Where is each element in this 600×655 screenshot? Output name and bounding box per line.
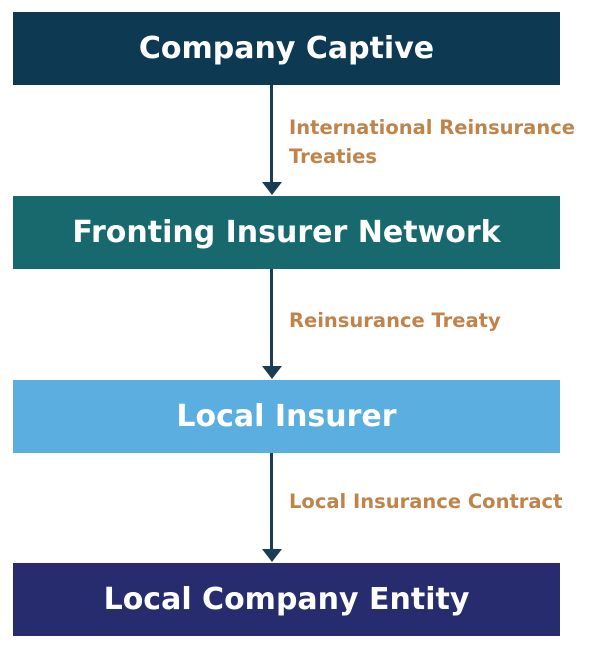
- edge-label-local-insurance-contract: Local Insurance Contract: [289, 487, 594, 516]
- edge-label-line: Reinsurance Treaty: [289, 309, 501, 332]
- node-label: Company Captive: [138, 31, 435, 66]
- node-label: Local Company Entity: [103, 582, 470, 617]
- node-label: Fronting Insurer Network: [72, 215, 501, 250]
- arrow-line: [270, 269, 273, 367]
- edge-label-line: Treaties: [289, 145, 377, 168]
- edge-label-line: International Reinsurance: [289, 116, 575, 139]
- node-local-company-entity: Local Company Entity: [13, 563, 560, 636]
- arrow-head-icon: [262, 366, 282, 379]
- arrow-line: [270, 85, 273, 183]
- node-local-insurer: Local Insurer: [13, 380, 560, 453]
- node-company-captive: Company Captive: [13, 12, 560, 85]
- arrow-line: [270, 453, 273, 550]
- arrow-captive-to-fronting: [262, 85, 282, 195]
- arrow-fronting-to-local-insurer: [262, 269, 282, 379]
- edge-label-line: Local Insurance Contract: [289, 490, 563, 513]
- arrow-local-insurer-to-entity: [262, 453, 282, 562]
- arrow-head-icon: [262, 549, 282, 562]
- arrow-head-icon: [262, 182, 282, 195]
- edge-label-international-reinsurance: International Reinsurance Treaties: [289, 113, 594, 171]
- node-label: Local Insurer: [176, 399, 397, 434]
- node-fronting-insurer-network: Fronting Insurer Network: [13, 196, 560, 269]
- edge-label-reinsurance-treaty: Reinsurance Treaty: [289, 306, 594, 335]
